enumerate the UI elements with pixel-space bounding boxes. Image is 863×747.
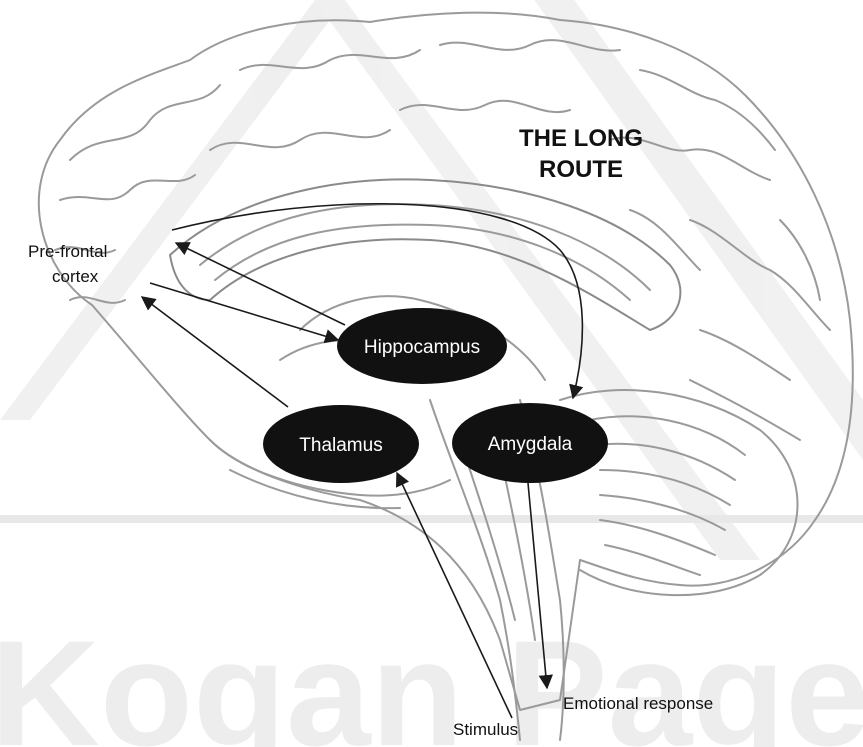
prefrontal-line-1: Pre-frontal [28, 242, 107, 261]
prefrontal-line-2: cortex [52, 267, 99, 286]
title-line-2: ROUTE [539, 156, 623, 183]
diagram-title: THE LONG ROUTE [519, 125, 643, 183]
title-line-1: THE LONG [519, 125, 643, 152]
amygdala-label: Amygdala [488, 434, 573, 455]
arrow-hippocampus-to-prefrontal [176, 243, 345, 325]
arrow-prefrontal-to-hippocampus [150, 283, 338, 340]
svg-text:Kogan Page: Kogan Page [0, 609, 863, 747]
hippocampus-label: Hippocampus [364, 337, 480, 358]
stimulus-label: Stimulus [453, 720, 518, 739]
emotional-response-label: Emotional response [563, 694, 713, 713]
node-thalamus: Thalamus [263, 405, 419, 483]
node-hippocampus: Hippocampus [337, 308, 507, 384]
thalamus-label: Thalamus [299, 435, 382, 456]
prefrontal-cortex-label: Pre-frontal cortex [28, 242, 107, 286]
node-amygdala: Amygdala [452, 403, 608, 483]
arrow-thalamus-to-prefrontal [142, 297, 288, 407]
